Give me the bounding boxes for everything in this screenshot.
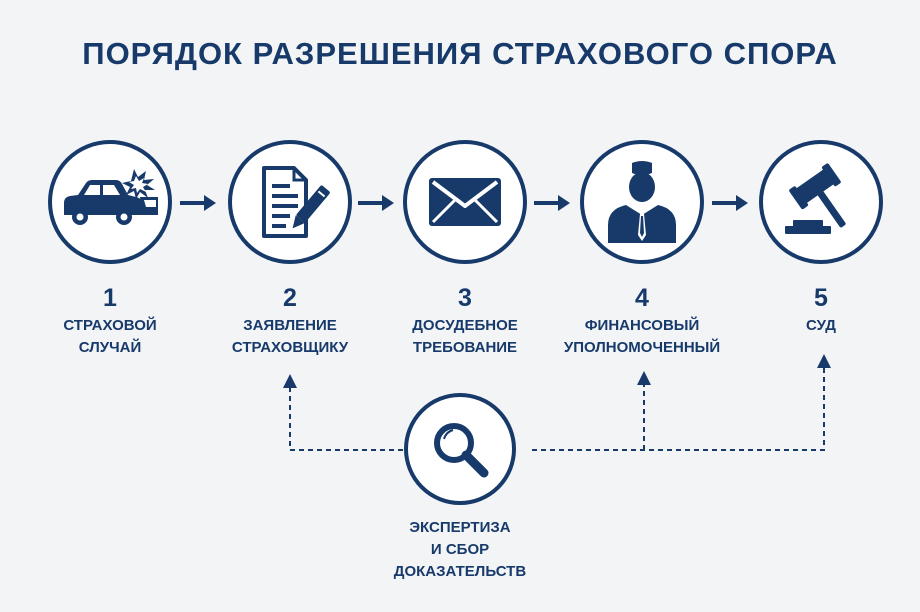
- arrowhead-step-4: [637, 371, 651, 385]
- step-4-number: 4: [635, 284, 649, 312]
- step-3-label: ДОСУДЕБНОЕ ТРЕБОВАНИЕ: [375, 315, 555, 359]
- official-person-icon: [608, 161, 676, 243]
- step-2-number: 2: [283, 284, 297, 312]
- arrow-4-5: [712, 195, 748, 211]
- step-4-label: ФИНАНСОВЫЙ УПОЛНОМОЧЕННЫЙ: [552, 315, 732, 359]
- step-4: 4 ФИНАНСОВЫЙ УПОЛНОМОЧЕННЫЙ: [552, 140, 732, 359]
- step-3-circle: [403, 140, 527, 264]
- step-3-number: 3: [458, 284, 472, 312]
- step-4-label-line2: УПОЛНОМОЧЕННЫЙ: [563, 339, 721, 356]
- step-5-circle: [759, 140, 883, 264]
- arrow-2-3: [358, 195, 394, 211]
- step-5-label-line1: СУД: [806, 317, 836, 334]
- arrow-1-2: [180, 195, 216, 211]
- step-4-circle: [580, 140, 704, 264]
- step-4-label-line1: ФИНАНСОВЫЙ: [584, 317, 700, 334]
- diagram-title: ПОРЯДОК РАЗРЕШЕНИЯ СТРАХОВОГО СПОРА: [82, 36, 838, 71]
- step-3-label-line2: ТРЕБОВАНИЕ: [412, 339, 518, 356]
- step-3-label-line1: ДОСУДЕБНОЕ: [412, 317, 518, 334]
- magnifier-icon: [434, 423, 489, 478]
- step-2-circle: [228, 140, 352, 264]
- step-2: 2 ЗАЯВЛЕНИЕ СТРАХОВЩИКУ: [200, 140, 380, 359]
- arrowhead-step-2: [283, 374, 297, 388]
- dashed-link-to-step-2: [289, 388, 412, 451]
- step-1-label-line1: СТРАХОВОЙ: [63, 317, 157, 334]
- envelope-icon: [429, 178, 501, 226]
- arrow-3-4: [534, 195, 570, 211]
- expertise-node: ЭКСПЕРТИЗА И СБОР ДОКАЗАТЕЛЬСТВ: [370, 393, 550, 583]
- step-1-label: СТРАХОВОЙ СЛУЧАЙ: [20, 315, 200, 359]
- expertise-label: ЭКСПЕРТИЗА И СБОР ДОКАЗАТЕЛЬСТВ: [370, 517, 550, 583]
- step-2-label: ЗАЯВЛЕНИЕ СТРАХОВЩИКУ: [200, 315, 380, 359]
- expertise-label-line1: ЭКСПЕРТИЗА: [409, 519, 511, 536]
- dashed-link-to-step-5: [532, 368, 825, 451]
- step-1: 1 СТРАХОВОЙ СЛУЧАЙ: [20, 140, 200, 359]
- step-5-number: 5: [814, 284, 828, 312]
- car-crash-icon: [64, 169, 158, 225]
- step-2-label-line2: СТРАХОВЩИКУ: [231, 339, 349, 356]
- expertise-circle: [404, 393, 516, 505]
- step-2-label-line1: ЗАЯВЛЕНИЕ: [243, 317, 337, 334]
- gavel-icon: [785, 163, 846, 234]
- arrowhead-step-5: [817, 354, 831, 368]
- step-1-number: 1: [103, 284, 117, 312]
- expertise-label-line2: И СБОР ДОКАЗАТЕЛЬСТВ: [393, 541, 527, 580]
- step-1-label-line2: СЛУЧАЙ: [78, 339, 142, 356]
- step-1-circle: [48, 140, 172, 264]
- step-5: 5 СУД: [731, 140, 911, 337]
- step-5-label: СУД: [731, 315, 911, 337]
- step-3: 3 ДОСУДЕБНОЕ ТРЕБОВАНИЕ: [375, 140, 555, 359]
- document-pen-icon: [262, 166, 330, 238]
